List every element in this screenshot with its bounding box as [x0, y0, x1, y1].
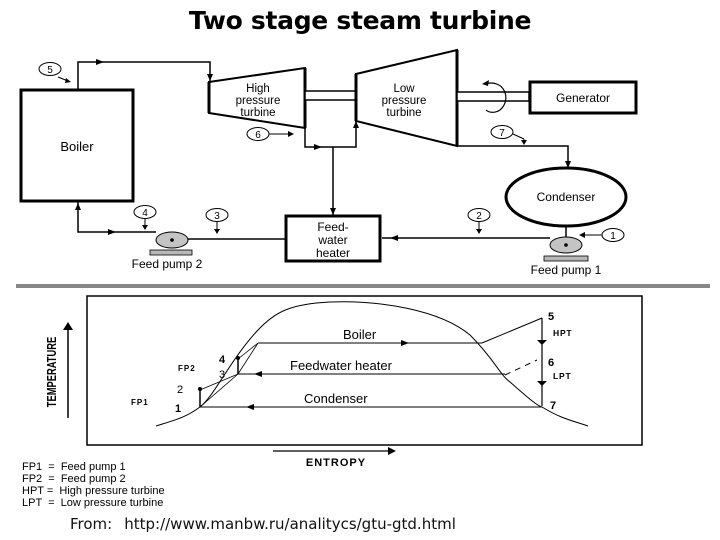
high-pressure-turbine: High pressure turbine	[207, 66, 307, 130]
state-point-4: 4	[133, 205, 157, 230]
ts-point-7: 7	[550, 400, 556, 412]
legend: FP1 = Feed pump 1 FP2 = Feed pump 2 HPT …	[22, 461, 165, 509]
legend-item-hpt: HPT = High pressure turbine	[22, 485, 165, 497]
ts-point-3: 3	[219, 369, 225, 381]
pipe-hpt-to-lpt	[304, 121, 357, 148]
svg-text:2: 2	[476, 211, 482, 222]
schematic: Boiler High pressure turbine Low pressur…	[19, 48, 638, 277]
section-divider	[16, 284, 710, 288]
ts-diagram-frame	[86, 295, 643, 446]
low-pressure-turbine: Low pressure turbine	[354, 48, 459, 148]
svg-text:4: 4	[142, 208, 148, 219]
source-url[interactable]: http://www.manbw.ru/analitycs/gtu-gtd.ht…	[124, 515, 456, 533]
hpt-label-1: High	[246, 83, 270, 95]
source-citation: From: http://www.manbw.ru/analitycs/gtu-g…	[70, 515, 468, 533]
legend-item-fp2: FP2 = Feed pump 2	[22, 473, 126, 485]
ts-point-6: 6	[548, 357, 554, 369]
temperature-axis-label: TEMPERATURE	[46, 336, 60, 407]
legend-item-fp1: FP1 = Feed pump 1	[22, 461, 126, 473]
fwh-label-1: Feed-	[317, 220, 348, 234]
feed-pump-1-label: Feed pump 1	[531, 263, 602, 277]
lpt-label-2: pressure	[382, 95, 427, 107]
saturation-dome-curve	[155, 301, 589, 427]
state-point-3: 3	[205, 208, 229, 234]
generator-label: Generator	[556, 91, 610, 105]
ts-lpt-label: LPT	[553, 371, 571, 381]
fwh-label-3: heater	[316, 246, 350, 260]
svg-text:3: 3	[214, 211, 220, 222]
state-point-1: 1	[579, 228, 625, 242]
slide-title: Two stage steam turbine	[188, 6, 532, 35]
hpt-label-3: turbine	[240, 107, 275, 119]
feed-pump-2-label: Feed pump 2	[132, 257, 203, 271]
ts-point-4: 4	[219, 354, 226, 366]
hpt-label-2: pressure	[236, 95, 281, 107]
lpt-label-1: Low	[393, 83, 415, 95]
ts-point-1: 1	[175, 403, 181, 415]
fwh-label-2: water	[317, 233, 347, 247]
feed-pump-2: Feed pump 2	[132, 231, 203, 271]
source-prefix: From:	[70, 515, 113, 533]
ts-hpt-label: HPT	[553, 328, 572, 338]
generator-shaft	[456, 91, 530, 102]
svg-text:1: 1	[610, 231, 616, 242]
state-point-7: 7	[490, 125, 527, 145]
condenser-label: Condenser	[537, 190, 596, 204]
boiler-label: Boiler	[60, 139, 94, 154]
lpt-label-3: turbine	[386, 107, 421, 119]
feedwater-heater-block: Feed- water heater	[284, 214, 382, 263]
pipe-pump2-to-boiler	[77, 201, 156, 233]
svg-text:7: 7	[499, 128, 505, 139]
svg-text:5: 5	[47, 65, 53, 76]
generator-block: Generator	[528, 80, 638, 115]
state-point-5: 5	[38, 62, 71, 83]
pipe-boiler-to-hpt	[77, 61, 211, 90]
ts-condenser-label: Condenser	[304, 391, 368, 406]
entropy-axis-label: ENTROPY	[306, 457, 366, 469]
feed-pump-1: Feed pump 1	[531, 236, 602, 277]
pipe-lpt-to-condenser	[457, 145, 569, 168]
ts-fp1-label: FP1	[131, 398, 149, 407]
ts-fwh-label: Feedwater heater	[290, 358, 393, 373]
state-point-6: 6	[246, 127, 294, 141]
condenser-block: Condenser	[504, 166, 628, 228]
boiler-block: Boiler	[19, 88, 135, 203]
svg-text:6: 6	[255, 130, 261, 141]
turbine-shaft	[304, 90, 357, 101]
ts-point-5: 5	[548, 311, 554, 323]
ts-fp2-label: FP2	[178, 364, 196, 373]
state-point-2: 2	[467, 208, 491, 234]
ts-diagram: Boiler Feedwater heater Condenser 1 2 3 …	[46, 295, 643, 469]
rotation-icon	[483, 82, 507, 113]
legend-item-lpt: LPT = Low pressure turbine	[22, 497, 163, 509]
ts-point-2: 2	[177, 384, 183, 396]
ts-boiler-label: Boiler	[343, 327, 377, 342]
